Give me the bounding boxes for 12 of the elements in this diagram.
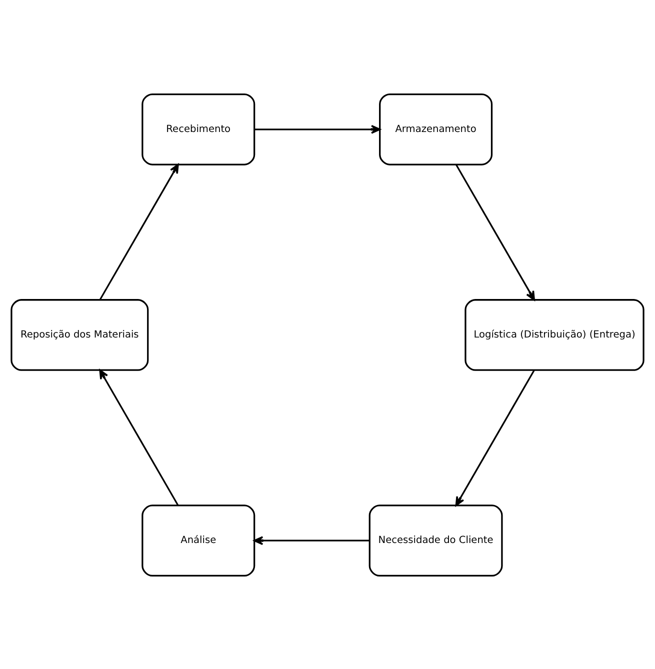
arrow: [254, 536, 370, 545]
arrow: [455, 369, 535, 506]
node-box: Armazenamento: [379, 92, 493, 165]
arrow: [99, 163, 179, 300]
node-box: Análise: [142, 504, 256, 576]
node-box: Necessidade do Cliente: [368, 504, 503, 576]
node-box: Recebimento: [142, 92, 256, 165]
arrow: [254, 124, 381, 134]
node-box: Logística (Distribuição) (Entrega): [464, 298, 644, 370]
arrow: [456, 164, 535, 300]
node-box: Reposição dos Materiais: [10, 298, 149, 370]
arrow: [99, 368, 179, 506]
